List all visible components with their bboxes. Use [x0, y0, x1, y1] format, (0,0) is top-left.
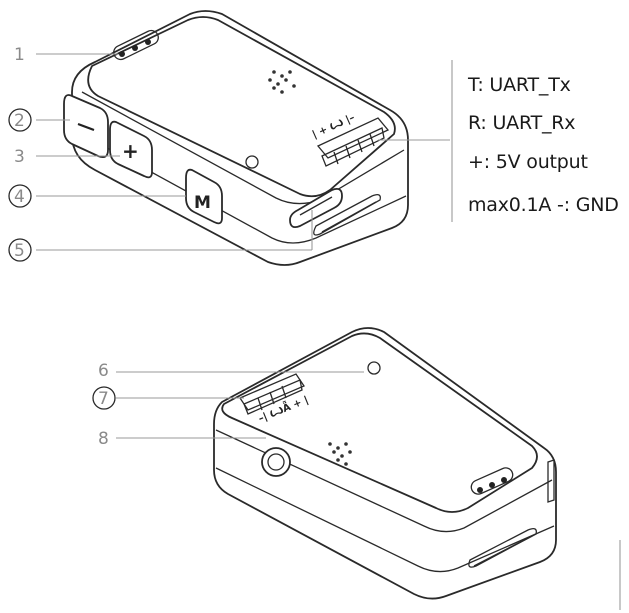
callout-2: 2 — [14, 111, 25, 131]
callout-8: 8 — [98, 429, 109, 449]
callout-1: 1 — [14, 45, 25, 65]
pin-header-bottom — [470, 467, 514, 495]
legend-5v-output: +: 5V output — [468, 151, 588, 173]
indicator-hole-bottom — [367, 361, 381, 375]
callout-3: 3 — [14, 147, 25, 167]
device-bottom-edge — [215, 429, 553, 533]
legend-uart-tx: T: UART_Tx — [468, 74, 571, 96]
callout-4: 4 — [14, 187, 25, 207]
device-top-view: | + Ꙍ |– + M — [36, 10, 450, 266]
device-top-face — [87, 16, 396, 198]
device-top-lower-edge — [77, 131, 407, 244]
round-socket — [261, 447, 291, 477]
button-plus-label: + — [122, 139, 139, 163]
device-bottom-lower-edge — [215, 467, 555, 573]
vent-dots-top — [268, 70, 296, 94]
callout-6: 6 — [98, 361, 109, 381]
callout-5: 5 — [14, 241, 25, 261]
callout-7: 7 — [98, 389, 109, 409]
card-slot-top — [313, 194, 381, 236]
button-plus: + — [109, 120, 153, 179]
button-m: M — [185, 168, 223, 225]
pin-header-top — [113, 29, 159, 61]
vent-dots-bottom — [328, 442, 352, 466]
usb-c-port-top — [289, 187, 343, 229]
legend-gnd: max0.1A -: GND — [468, 194, 619, 216]
indicator-hole-top — [245, 155, 259, 169]
device-bottom-face — [221, 332, 538, 513]
card-slot-bottom — [468, 528, 537, 568]
button-m-label: M — [194, 193, 211, 213]
legend-uart-rx: R: UART_Rx — [468, 112, 576, 134]
device-bottom-view: –| ꙌǞ + | — [116, 327, 557, 600]
